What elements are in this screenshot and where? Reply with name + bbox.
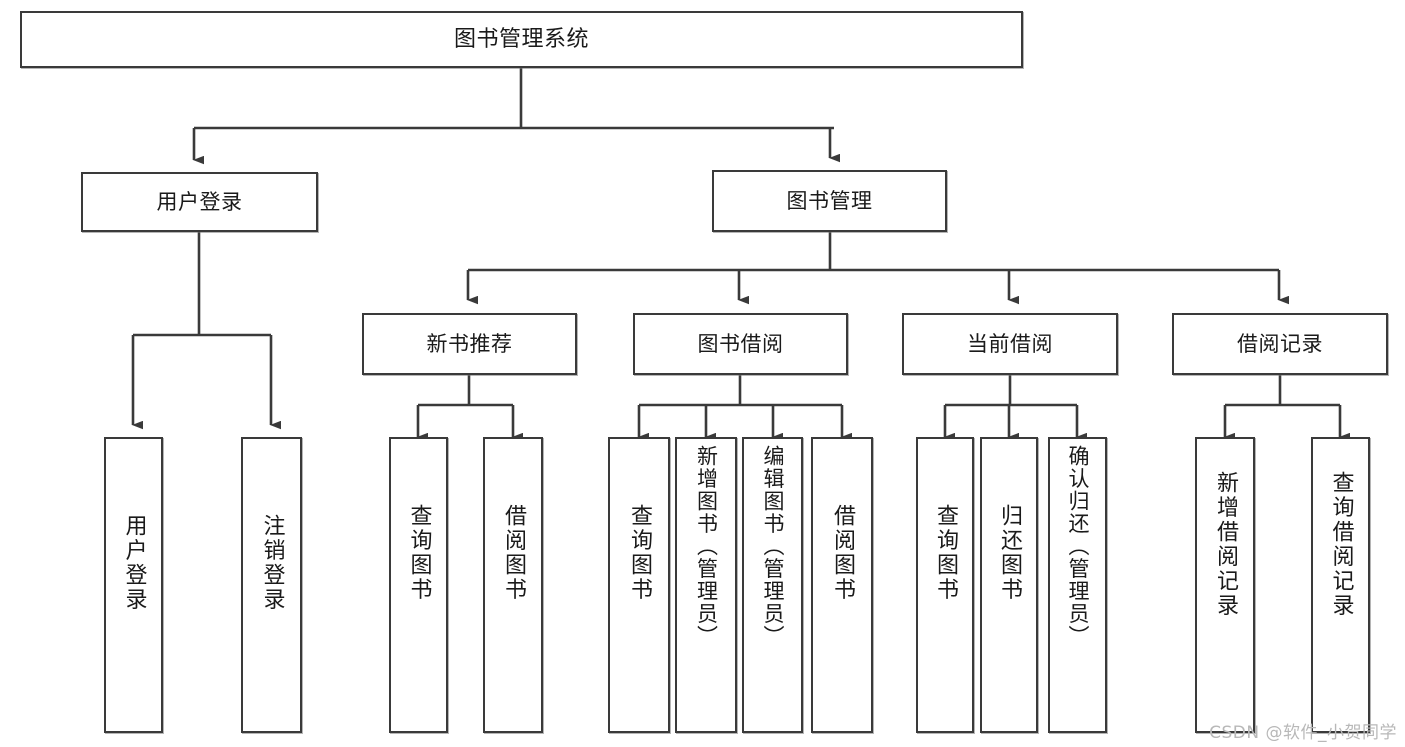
leaf-logout-label: 注销登录 — [259, 514, 285, 612]
node-user-login-label: 用户登录 — [156, 189, 243, 214]
node-current-borrow-label: 当前借阅 — [967, 331, 1053, 356]
leaf-edit-book-admin-label: 编辑图书（管理员） — [761, 445, 785, 648]
leaf-query-book-borrow-label: 查询图书 — [627, 504, 652, 602]
node-current-borrow[interactable]: 当前借阅 — [902, 313, 1118, 375]
leaf-query-book-new[interactable]: 查询图书 — [389, 437, 448, 733]
leaf-query-borrow-record[interactable]: 查询借阅记录 — [1311, 437, 1370, 733]
leaf-user-login[interactable]: 用户登录 — [104, 437, 163, 733]
leaf-add-borrow-record-label: 新增借阅记录 — [1213, 471, 1238, 618]
leaf-return-book-label: 归还图书 — [997, 504, 1022, 602]
leaf-logout[interactable]: 注销登录 — [241, 437, 302, 733]
leaf-query-book-new-label: 查询图书 — [406, 504, 432, 602]
leaf-add-borrow-record[interactable]: 新增借阅记录 — [1195, 437, 1255, 733]
leaf-query-book-current-label: 查询图书 — [933, 504, 958, 602]
node-root-label: 图书管理系统 — [453, 26, 589, 52]
leaf-add-book-admin[interactable]: 新增图书（管理员） — [675, 437, 737, 733]
node-new-book-recommend[interactable]: 新书推荐 — [362, 313, 577, 375]
watermark: CSDN @软件_小贺同学 — [1209, 723, 1397, 743]
leaf-edit-book-admin[interactable]: 编辑图书（管理员） — [742, 437, 803, 733]
node-new-book-recommend-label: 新书推荐 — [426, 331, 513, 356]
leaf-borrow-book-new-label: 借阅图书 — [501, 504, 526, 602]
leaf-borrow-book-new[interactable]: 借阅图书 — [483, 437, 543, 733]
node-borrow-record-label: 借阅记录 — [1237, 331, 1323, 356]
node-borrow-record[interactable]: 借阅记录 — [1172, 313, 1388, 375]
leaf-borrow-book-borrow[interactable]: 借阅图书 — [811, 437, 873, 733]
leaf-confirm-return-admin[interactable]: 确认归还（管理员） — [1048, 437, 1107, 733]
node-book-borrow[interactable]: 图书借阅 — [633, 313, 848, 375]
leaf-query-book-current[interactable]: 查询图书 — [916, 437, 974, 733]
leaf-query-borrow-record-label: 查询借阅记录 — [1328, 471, 1354, 618]
node-book-management[interactable]: 图书管理 — [712, 170, 947, 232]
node-book-borrow-label: 图书借阅 — [697, 331, 784, 356]
node-root[interactable]: 图书管理系统 — [20, 11, 1023, 68]
leaf-add-book-admin-label: 新增图书（管理员） — [694, 445, 719, 648]
leaf-user-login-label: 用户登录 — [121, 514, 147, 612]
node-user-login[interactable]: 用户登录 — [81, 172, 318, 232]
leaf-borrow-book-borrow-label: 借阅图书 — [830, 504, 855, 602]
leaf-return-book[interactable]: 归还图书 — [980, 437, 1038, 733]
node-book-management-label: 图书管理 — [786, 188, 873, 213]
leaf-confirm-return-admin-label: 确认归还（管理员） — [1066, 445, 1090, 648]
leaf-query-book-borrow[interactable]: 查询图书 — [608, 437, 670, 733]
